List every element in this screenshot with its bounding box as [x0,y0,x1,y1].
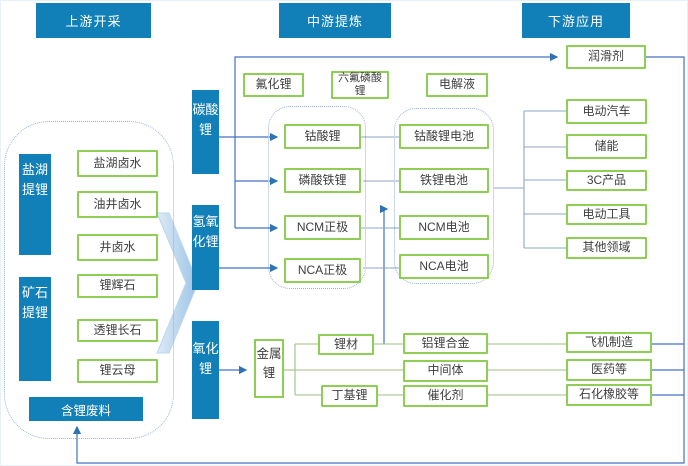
source-salt-lake-brine: 盐湖卤水 [77,150,158,177]
enduse-petrochemical-rubber: 石化橡胶等 [566,384,652,406]
base-chemical-lithium-carbonate: 碳酸锂 [192,90,219,174]
app-electric-vehicle: 电动汽车 [566,99,647,124]
node-lithium-fluoride: 氟化锂 [243,73,304,97]
header-upstream: 上游开采 [36,3,151,38]
header-midstream: 中游提炼 [279,3,391,38]
app-energy-storage: 储能 [566,134,647,159]
source-oil-well-brine: 油井卤水 [77,191,158,218]
node-ncm-battery: NCM电池 [399,215,489,240]
enduse-pharmaceuticals: 医药等 [566,359,652,381]
node-nca-battery: NCA电池 [399,254,489,279]
base-chemical-lithium-hydroxide: 氢氧化锂 [192,205,219,290]
source-well-brine: 井卤水 [77,234,158,261]
header-downstream: 下游应用 [522,3,630,38]
recycle-lithium-waste: 含锂废料 [29,397,143,421]
node-catalyst: 催化剂 [403,385,488,407]
app-other-fields: 其他领域 [566,237,647,259]
app-power-tools: 电动工具 [566,204,647,225]
node-ncm-cathode: NCM正极 [284,215,361,240]
source-spodumene: 锂辉石 [77,274,158,298]
node-lfp-cathode: 磷酸铁锂 [284,168,361,193]
node-lithium-material: 锂材 [318,334,374,355]
node-lithium-hexafluorophosphate: 六氟磷酸锂 [331,71,389,99]
enduse-aircraft-manufacturing: 飞机制造 [566,332,652,353]
node-aluminum-lithium-alloy: 铝锂合金 [403,333,488,354]
upstream-container [4,121,174,439]
group-label-salt-lake-extraction: 盐湖提锂 [19,154,51,255]
base-chemical-lithium-oxide: 氧化锂 [192,321,219,419]
node-electrolyte: 电解液 [426,73,488,97]
node-nca-cathode: NCA正极 [284,258,361,283]
battery-container [394,108,494,284]
node-lco-cathode: 钴酸锂 [284,124,361,149]
app-3c-products: 3C产品 [566,170,647,191]
node-butyllithium: 丁基锂 [321,385,378,407]
node-lfp-battery: 铁锂电池 [399,168,489,193]
cathode-container [268,106,366,289]
node-lithium-metal: 金属锂 [254,339,284,398]
source-lepidolite: 锂云母 [77,359,158,383]
app-lubricant: 润滑剂 [566,45,646,69]
group-label-ore-extraction: 矿石提锂 [19,277,51,381]
node-intermediate: 中间体 [403,360,488,382]
node-lco-battery: 钴酸锂电池 [399,124,489,149]
source-petalite: 透锂长石 [77,319,158,342]
